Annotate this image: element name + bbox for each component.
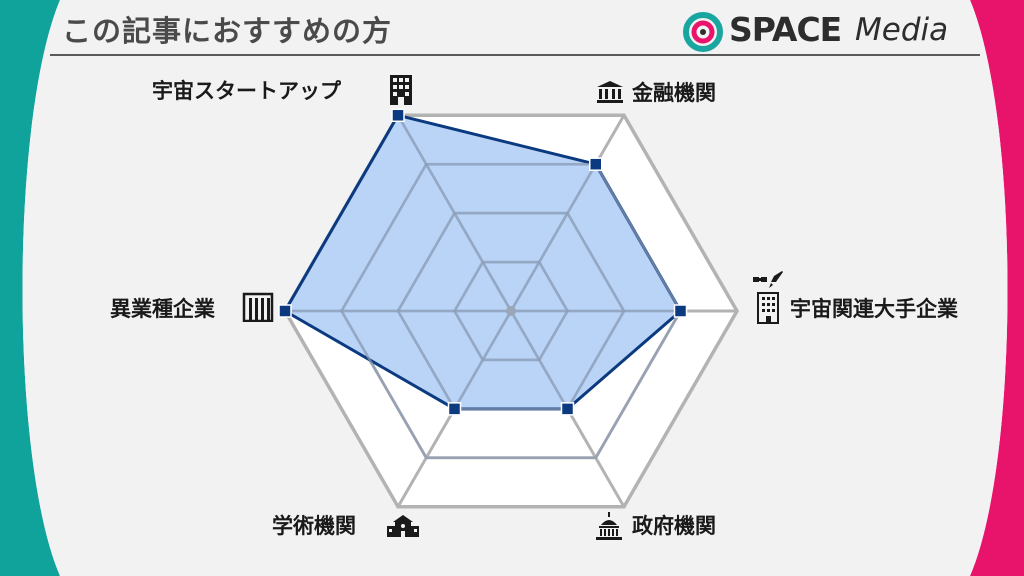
- radar-spoke-overlay: [509, 163, 597, 312]
- school-icon: [387, 515, 419, 537]
- logo-ring-icon: [683, 12, 723, 52]
- factory-icon: [242, 292, 274, 322]
- radar-chart: [278, 108, 740, 509]
- radar-point-0: [391, 108, 405, 123]
- radar-spoke-overlay: [509, 310, 569, 410]
- axis-label-space-corporates: 宇宙関連大手企業: [790, 297, 958, 321]
- satellite-rocket-icon: [753, 271, 783, 288]
- capitol-icon: [596, 512, 622, 540]
- axis-label-financial: 金融機関: [632, 81, 716, 105]
- axis-label-space-startup: 宇宙スタートアップ: [152, 79, 341, 103]
- radar-point-5: [278, 304, 292, 318]
- axis-label-academic: 学術機関: [272, 514, 356, 538]
- brand-logo: SPACE Media: [683, 10, 973, 52]
- radar-spoke-overlay: [453, 310, 513, 410]
- right-color-band: [970, 0, 1024, 576]
- page-title: この記事におすすめの方: [62, 14, 393, 48]
- left-color-band: [0, 0, 60, 576]
- axis-label-other-industries: 異業種企業: [110, 297, 215, 321]
- office-building-icon: [757, 292, 779, 324]
- radar-center-dot: [506, 306, 516, 316]
- bank-icon: [597, 81, 623, 103]
- logo-word: SPACE: [729, 10, 842, 49]
- logo-subword: Media: [855, 12, 949, 48]
- axis-label-government: 政府機関: [632, 514, 716, 538]
- radar-spoke-overlay: [396, 114, 513, 312]
- radar-point-2: [673, 304, 688, 318]
- radar-point-3: [560, 402, 575, 416]
- radar-point-1: [589, 157, 603, 171]
- building-icon: [390, 75, 412, 105]
- radar-point-4: [447, 402, 462, 416]
